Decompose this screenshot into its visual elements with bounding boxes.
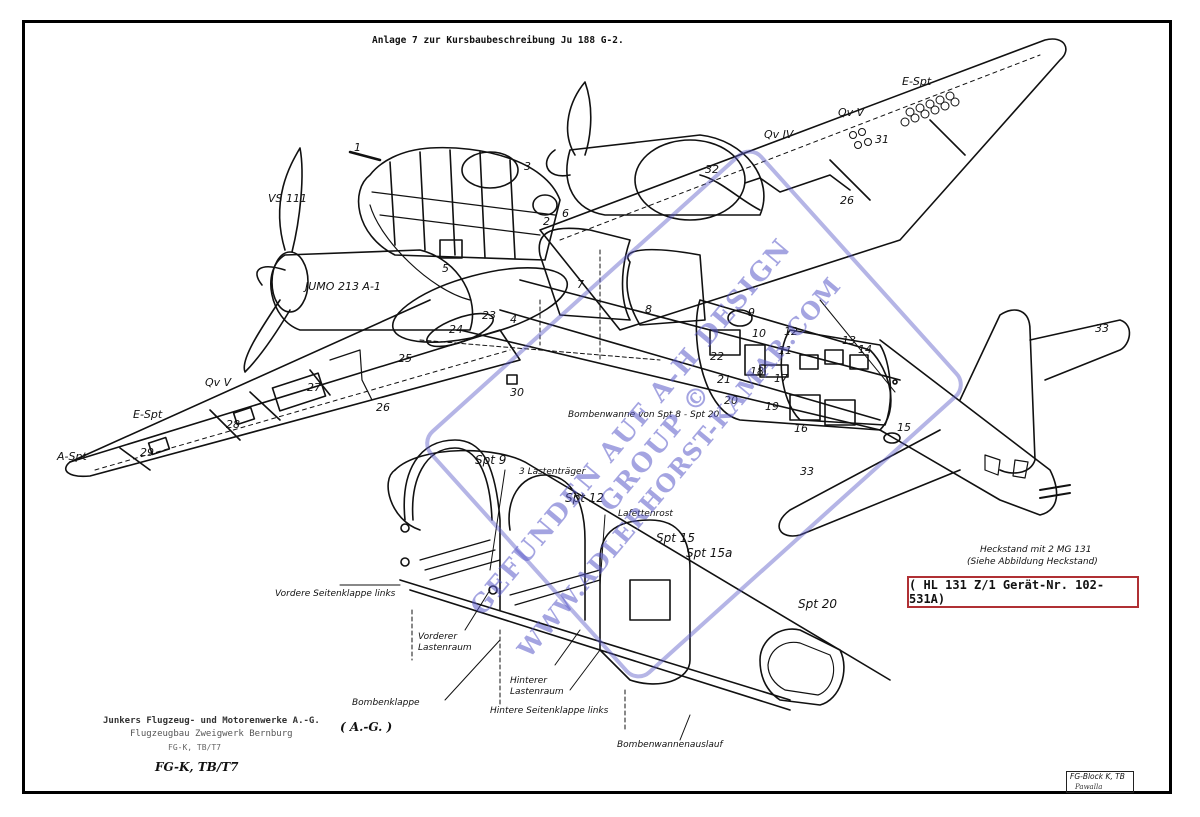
label-bomb-door: Bombenklappe	[352, 698, 420, 708]
callout-number: 3	[524, 160, 531, 173]
callout-number: 21	[717, 373, 731, 386]
drawing-frame	[22, 20, 1172, 794]
callout-number: 24	[449, 323, 463, 336]
callout-number: 32	[705, 163, 719, 176]
callout-number: 26	[840, 194, 854, 207]
left-wing	[65, 299, 521, 478]
label-spt9: Spt 9	[475, 453, 507, 467]
callout-number: 19	[765, 400, 779, 413]
callout-number: 15	[897, 421, 911, 434]
label-spt20: Spt 20	[798, 597, 838, 611]
callout-number: 6	[562, 207, 569, 220]
callout-number: 2	[543, 215, 550, 228]
callout-number: 1	[354, 141, 361, 154]
callout-number: 14	[858, 343, 872, 356]
callout-number: 12	[784, 325, 798, 338]
right-engine-nacelle	[545, 81, 765, 221]
left-engine-nacelle	[243, 147, 569, 373]
label-front-bay-2: Lastenraum	[418, 643, 472, 653]
department-code: FG-K, TB/T7	[155, 760, 239, 774]
callout-number: 8	[645, 303, 652, 316]
callout-number: 29	[140, 446, 154, 459]
label-rear-side-flap: Hintere Seitenklappe links	[490, 706, 609, 716]
label-front-side-flap: Vordere Seitenklappe links	[275, 589, 396, 599]
callout-number: 26	[376, 401, 390, 414]
label-spt15a: Spt 15a	[686, 546, 733, 560]
label-bomb-bay-fairing: Bombenwannenauslauf	[617, 740, 723, 750]
label-rear-bay-2: Lastenraum	[510, 687, 564, 697]
label-rear-bay: Hinterer	[510, 676, 547, 686]
label-bomb-bay: Bombenwanne von Spt 8 - Spt 20	[568, 410, 720, 420]
callout-number: 30	[510, 386, 524, 399]
label-a-spt: A-Spt	[57, 450, 87, 463]
stamp-text: FG-Block K, TB	[1070, 772, 1125, 781]
callout-number: 18	[750, 365, 764, 378]
callout-number: 25	[398, 352, 412, 365]
callout-number: 11	[778, 344, 792, 357]
tail-section	[778, 299, 1131, 537]
callout-number: 33	[1095, 322, 1109, 335]
label-qv-v-left: Qv V	[205, 376, 232, 389]
label-spt12: Spt 12	[565, 491, 605, 505]
callout-number: 17	[774, 372, 788, 385]
manufacturer-ag: ( A.-G. )	[340, 720, 393, 734]
label-qv-iv-right: Qv IV	[764, 128, 794, 141]
document-title: Anlage 7 zur Kursbaubeschreibung Ju 188 …	[372, 35, 624, 46]
callout-number: 22	[710, 350, 724, 363]
right-wing	[539, 38, 1067, 331]
label-load-carriers: 3 Lastenträger	[519, 467, 586, 477]
label-front-bay: Vorderer	[418, 632, 458, 642]
fuselage-center	[419, 227, 901, 431]
manufacturer-line-1: Junkers Flugzeug- und Motorenwerke A.-G.	[103, 716, 320, 726]
label-engine: JUMO 213 A-1	[305, 280, 381, 293]
approval-stamp: FG-Block K, TB Pawalla	[1066, 771, 1134, 793]
manufacturer-line-3: FG-K, TB/T7	[168, 743, 221, 752]
callout-number: 13	[842, 334, 856, 347]
callout-number: 27	[307, 381, 321, 394]
callout-number: 33	[800, 465, 814, 478]
bomb-bay-detail	[339, 439, 891, 741]
callout-number: 7	[577, 278, 584, 291]
callout-number: 10	[752, 327, 766, 340]
callout-number: 16	[794, 422, 808, 435]
label-tail-turret-note: (Siehe Abbildung Heckstand)	[967, 557, 1098, 567]
label-tail-turret: Heckstand mit 2 MG 131	[980, 545, 1092, 555]
label-e-spt-right: E-Spt	[902, 75, 932, 88]
callout-number: 23	[482, 309, 496, 322]
callout-number: 28	[226, 418, 240, 431]
manufacturer-line-2: Flugzeugbau Zweigwerk Bernburg	[130, 729, 293, 739]
label-mount-grid: Lafettenrost	[618, 509, 673, 519]
device-reference: ( HL 131 Z/1 Gerät-Nr. 102-531A)	[909, 578, 1105, 606]
label-e-spt-left: E-Spt	[133, 408, 163, 421]
cockpit-canopy	[348, 146, 561, 301]
callout-number: 5	[442, 262, 449, 275]
label-propeller: VS 111	[268, 192, 307, 205]
stamp-signature: Pawalla	[1075, 783, 1103, 791]
device-reference-box: ( HL 131 Z/1 Gerät-Nr. 102-531A)	[907, 576, 1139, 608]
label-qv-v-right: Qv V	[838, 106, 865, 119]
callout-number: 31	[875, 133, 889, 146]
label-spt15: Spt 15	[656, 531, 696, 545]
callout-number: 9	[748, 306, 755, 319]
callout-number: 4	[510, 313, 517, 326]
callout-number: 20	[724, 394, 738, 407]
